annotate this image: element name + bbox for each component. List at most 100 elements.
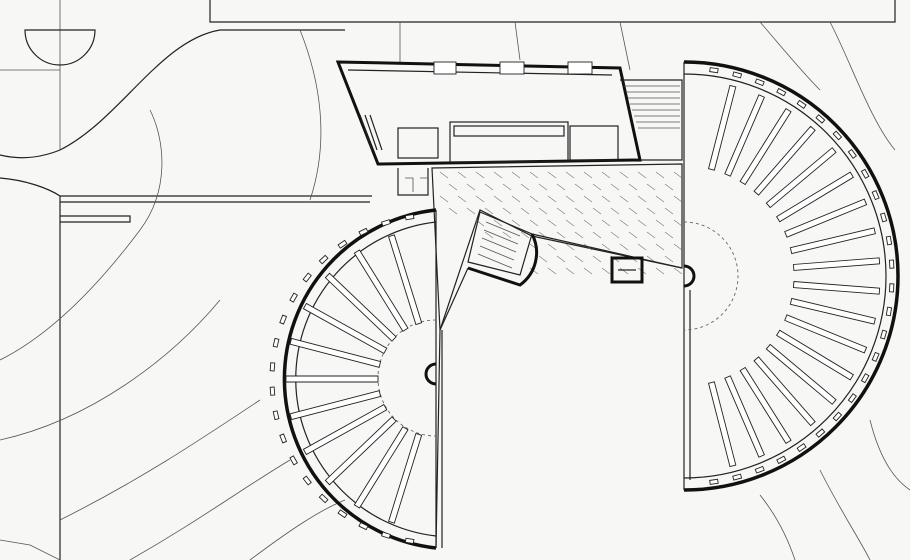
paving-tile <box>538 255 548 263</box>
paving-tile <box>637 195 647 203</box>
paving-tile <box>502 183 512 191</box>
east-rotunda-column <box>683 264 696 288</box>
paving-tile <box>439 195 449 203</box>
east-window <box>832 130 843 141</box>
paving-tile <box>565 243 575 251</box>
east-stair-treads <box>624 85 680 129</box>
west-desk <box>289 337 382 368</box>
central-stair-tower <box>435 211 683 549</box>
paving-tile <box>637 219 647 227</box>
paving-tile <box>484 207 494 215</box>
courtyard-tiles <box>439 171 683 275</box>
east-window <box>815 428 826 438</box>
paving-tile <box>475 171 485 179</box>
paving-tile <box>511 219 521 227</box>
paving-tile <box>457 171 467 179</box>
east-desk <box>707 381 737 468</box>
stair-tower-curved-wall <box>467 233 539 287</box>
paving-tile <box>619 171 629 179</box>
west-window <box>279 433 288 444</box>
paving-tile <box>547 195 557 203</box>
contour-line-7 <box>299 29 322 201</box>
west-window <box>269 362 276 372</box>
west-window <box>289 292 298 303</box>
east-desk <box>789 227 876 255</box>
contour-line-11 <box>759 21 821 91</box>
east-desk <box>792 281 881 295</box>
paving-tile <box>502 207 512 215</box>
east-rotunda-outer-wall <box>683 60 900 492</box>
east-window <box>871 190 880 201</box>
paving-tile <box>655 219 665 227</box>
paving-tile <box>610 207 620 215</box>
paving-tile <box>547 219 557 227</box>
paving-tile <box>655 267 665 275</box>
contour-line-9 <box>514 21 521 61</box>
east-window <box>754 465 765 474</box>
east-desk <box>753 125 816 196</box>
paving-tile <box>664 231 674 239</box>
west-window <box>269 386 276 396</box>
paving-tile <box>646 183 656 191</box>
paving-tile <box>628 231 638 239</box>
path-step <box>60 215 131 223</box>
west-window <box>404 537 415 545</box>
paving-tile <box>673 243 683 251</box>
east-rotunda-inner-wall <box>683 73 887 479</box>
west-rotunda-outer-wall <box>282 208 437 550</box>
west-window <box>272 337 280 348</box>
east-window <box>776 455 787 465</box>
west-window <box>358 227 369 237</box>
paving-tile <box>556 231 566 239</box>
stair-tower-outline <box>467 211 533 276</box>
paving-tile <box>529 195 539 203</box>
paving-tile <box>574 231 584 239</box>
counter <box>453 125 565 137</box>
paving-tile <box>520 183 530 191</box>
east-window <box>754 78 765 87</box>
stair-tower-treads <box>477 221 521 269</box>
left-wall-edge <box>0 177 61 560</box>
contour-line-13 <box>869 419 910 491</box>
east-window <box>888 283 895 293</box>
east-window <box>860 373 870 384</box>
paving-tile <box>547 171 557 179</box>
service-block <box>449 121 569 163</box>
paving-tile <box>565 267 575 275</box>
paving-tile <box>628 183 638 191</box>
paving-tile <box>439 171 449 179</box>
paving-tile <box>493 171 503 179</box>
paving-tile <box>619 219 629 227</box>
east-window <box>885 235 893 246</box>
west-window <box>337 239 348 249</box>
paving-tile <box>637 243 647 251</box>
west-desk <box>388 234 423 326</box>
contour-line-14 <box>819 469 871 560</box>
paving-tile <box>637 171 647 179</box>
east-window <box>885 306 893 317</box>
paving-tile <box>583 195 593 203</box>
east-desk <box>724 375 765 458</box>
east-window <box>796 443 807 453</box>
paving-tile <box>619 195 629 203</box>
paving-tile <box>664 183 674 191</box>
paving-tile <box>547 243 557 251</box>
west-window <box>289 455 298 466</box>
east-desk <box>765 147 837 209</box>
paving-tile <box>610 231 620 239</box>
west-window <box>358 521 369 531</box>
east-desk <box>739 366 792 445</box>
paving-tile <box>583 219 593 227</box>
paving-tile <box>601 171 611 179</box>
west-desk <box>353 249 409 332</box>
paving-tile <box>601 219 611 227</box>
ramp-lines <box>359 114 383 151</box>
east-desk <box>765 343 837 405</box>
paving-tile <box>565 195 575 203</box>
east-desk <box>707 84 737 171</box>
paving-tile <box>583 171 593 179</box>
paving-tile <box>592 183 602 191</box>
paving-tile <box>493 219 503 227</box>
paving-tile <box>601 243 611 251</box>
